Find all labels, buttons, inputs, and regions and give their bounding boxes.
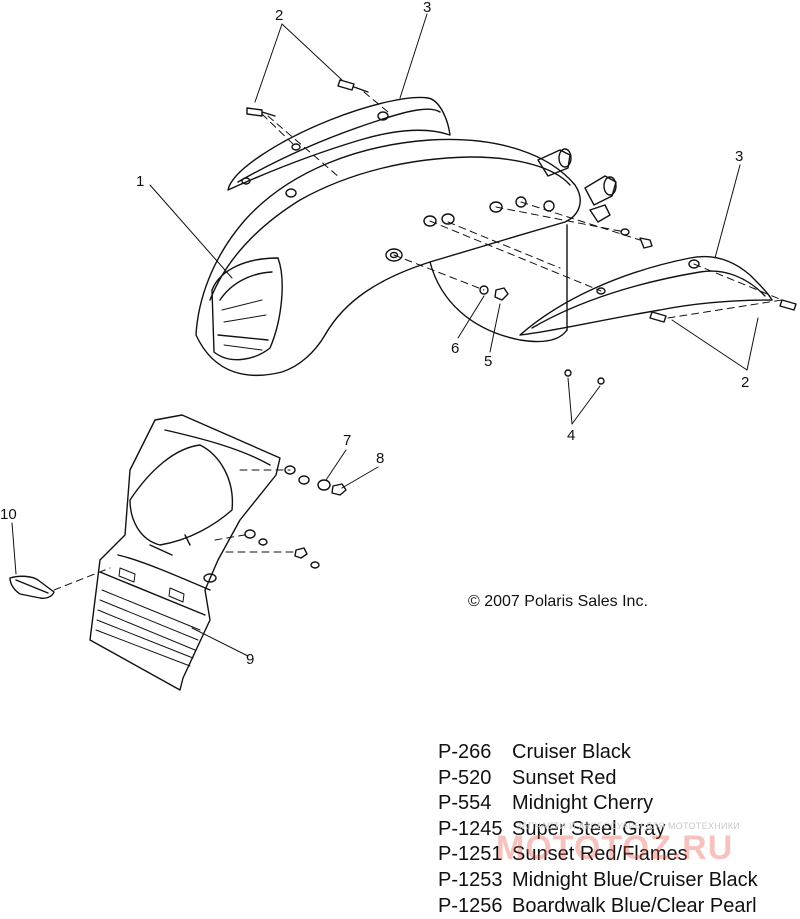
fender-rail-upper: [227, 96, 451, 191]
copyright-notice: © 2007 Polaris Sales Inc.: [468, 593, 648, 610]
reflector-part: [9, 575, 55, 599]
legend-row: P-1251 Sunset Red/Flames: [438, 842, 758, 868]
legend-color-name: Super Steel Gray: [512, 817, 666, 840]
callout-3-right: 3: [735, 148, 743, 165]
callout-6: 6: [451, 340, 459, 357]
callout-1: 1: [136, 173, 144, 190]
legend-color-name: Cruiser Black: [512, 741, 631, 763]
legend-color-name: Sunset Red/Flames: [512, 843, 688, 866]
leader-lines: [11, 13, 759, 657]
legend-code: P-1245: [438, 817, 503, 840]
legend-color-name: Midnight Blue/Cruiser Black: [512, 868, 758, 891]
legend-row: P-266 Cruiser Black: [438, 740, 758, 766]
legend-color-name: Sunset Red: [512, 766, 617, 789]
callout-3-top: 3: [423, 0, 431, 16]
rear-fender-part: [195, 138, 617, 377]
assembly-lines: [53, 91, 783, 591]
fastener-parts: [241, 177, 653, 569]
bolt-parts: [246, 79, 797, 323]
callout-7: 7: [343, 432, 351, 449]
callout-5: 5: [484, 353, 492, 370]
color-code-legend: P-266 Cruiser Black P-520 Sunset Red P-5…: [438, 740, 758, 919]
legend-code: P-1251: [438, 843, 503, 866]
legend-code: P-554: [438, 792, 492, 815]
legend-code: P-266: [438, 741, 492, 763]
callout-labels: 2 3 1 3 2 4 6 5 7 8 10 9: [0, 0, 749, 668]
fender-rail-right: [519, 255, 773, 336]
callout-2-right: 2: [741, 374, 749, 391]
legend-row: P-1253 Midnight Blue/Cruiser Black: [438, 868, 758, 894]
callout-4: 4: [567, 427, 575, 444]
legend-code: P-520: [438, 766, 492, 789]
callout-8: 8: [376, 450, 384, 467]
callout-10: 10: [0, 506, 17, 523]
legend-color-name: Midnight Cherry: [512, 792, 654, 815]
callout-9: 9: [246, 651, 254, 668]
legend-color-name: Boardwalk Blue/Clear Pearl: [512, 894, 757, 917]
legend-row: P-554 Midnight Cherry: [438, 791, 758, 817]
legend-row: P-1256 Boardwalk Blue/Clear Pearl: [438, 894, 758, 919]
legend-row: P-1245 Super Steel Gray: [438, 817, 758, 843]
legend-row: P-520 Sunset Red: [438, 766, 758, 792]
license-plate-bracket-part: [89, 414, 281, 691]
callout-2-top: 2: [275, 7, 283, 24]
legend-code: P-1256: [438, 894, 503, 917]
legend-code: P-1253: [438, 868, 503, 891]
